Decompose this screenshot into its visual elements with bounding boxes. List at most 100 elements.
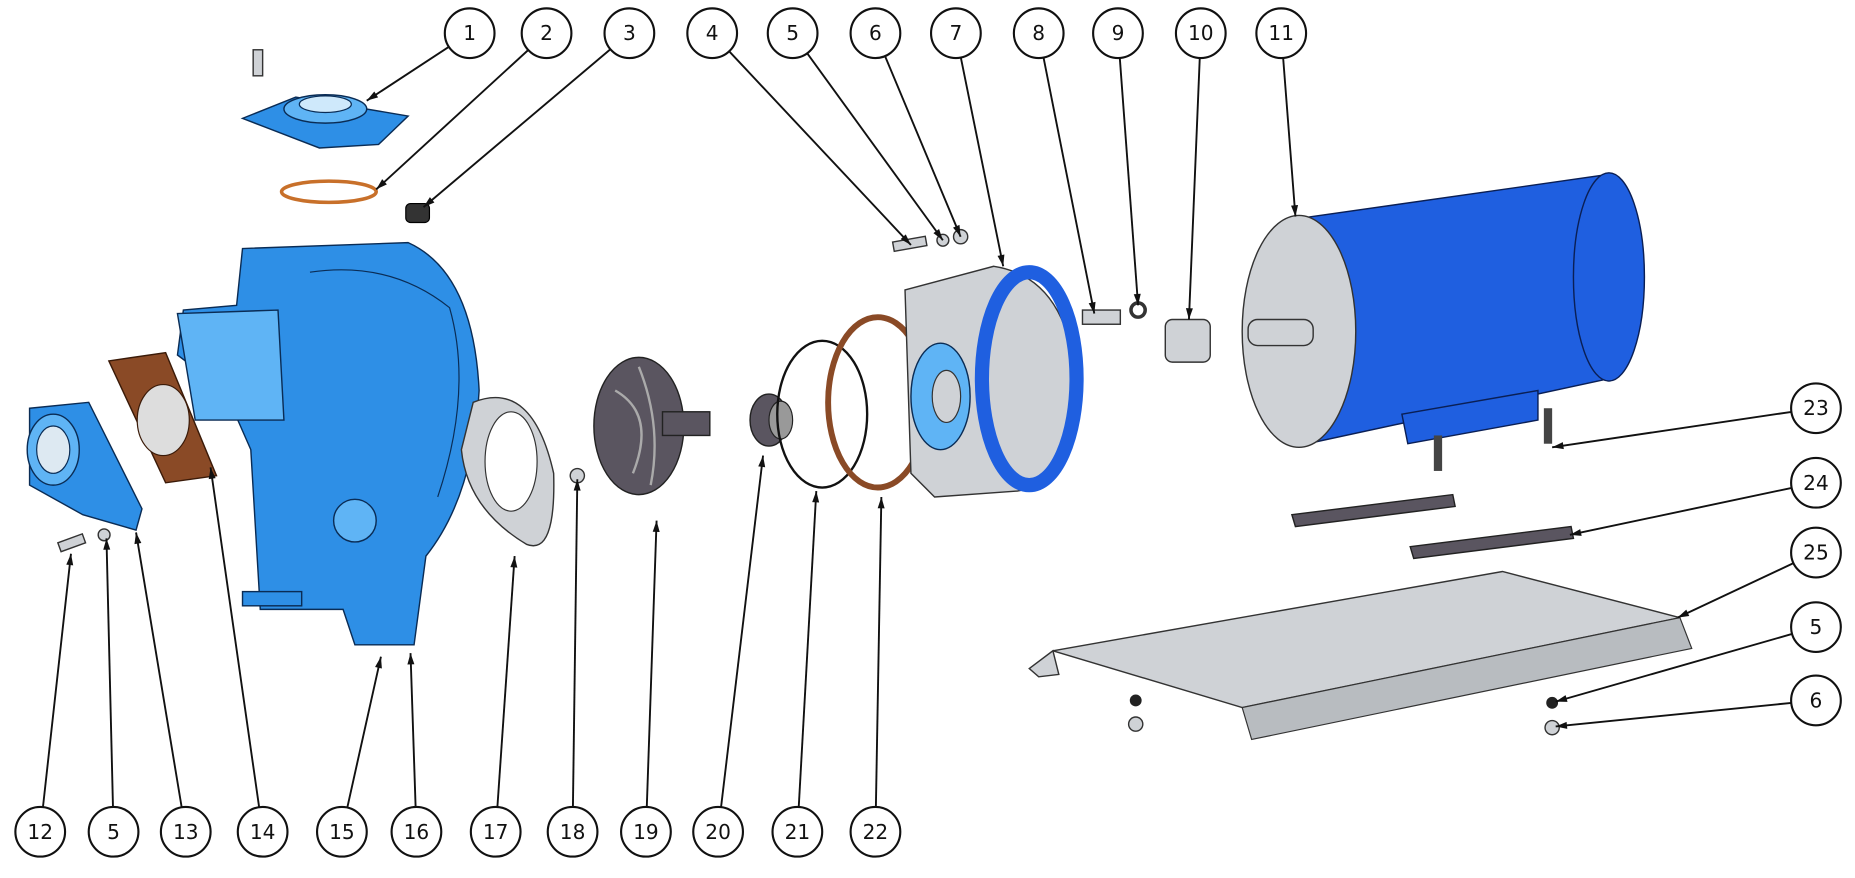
leader-line	[409, 653, 417, 807]
callout-10: 10	[1174, 7, 1227, 320]
leader-line	[1677, 562, 1794, 619]
part-motor-adapter	[904, 265, 1084, 498]
callout-17: 17	[469, 556, 522, 858]
callout-circle	[849, 7, 902, 60]
leader-line	[375, 49, 529, 191]
leader-line	[797, 491, 818, 808]
callout-circle	[1790, 382, 1842, 435]
part-flange-gasket	[107, 351, 218, 484]
leader-line	[728, 50, 912, 246]
part-shaft-coupling	[1164, 318, 1211, 363]
callout-circle	[443, 7, 496, 60]
callout-number: 8	[1032, 21, 1045, 45]
leader-line	[1188, 58, 1201, 320]
leader-line	[1552, 410, 1792, 449]
callout-number: 21	[785, 820, 811, 844]
leader-line	[135, 532, 183, 808]
callout-circle	[315, 805, 368, 858]
leader-line	[366, 46, 450, 102]
part-bolt	[1081, 309, 1122, 325]
callout-circle	[520, 7, 573, 60]
callout-number: 19	[633, 820, 659, 844]
callout-number: 4	[706, 21, 719, 45]
callout-6: 6	[849, 7, 962, 238]
callout-number: 12	[27, 820, 53, 844]
callout-number: 7	[949, 21, 962, 45]
callout-circle	[1790, 526, 1842, 579]
leader-line	[884, 55, 962, 238]
callout-number: 11	[1268, 21, 1294, 45]
leader-line	[874, 496, 883, 807]
arrowhead-icon	[103, 538, 111, 550]
arrowhead-icon	[407, 653, 415, 665]
part-washer	[1129, 694, 1142, 707]
leader-line	[42, 553, 72, 808]
callout-23: 23	[1552, 382, 1842, 450]
callout-circle	[390, 805, 443, 858]
callout-number: 2	[540, 21, 553, 45]
callout-circle	[469, 805, 522, 858]
arrowhead-icon	[1133, 293, 1141, 306]
part-motor-rail	[1409, 525, 1575, 560]
arrowhead-icon	[134, 532, 142, 545]
callout-number: 14	[250, 820, 276, 844]
callout-circle	[1092, 7, 1144, 60]
callout-number: 16	[404, 820, 430, 844]
leader-line	[720, 455, 764, 808]
callout-number: 5	[786, 21, 799, 45]
leader-line	[1555, 633, 1793, 703]
leader-line	[209, 467, 261, 808]
callout-circle	[620, 805, 672, 858]
callout-circle	[1255, 7, 1308, 60]
leader-line	[1555, 701, 1792, 728]
leader-line	[1118, 57, 1140, 306]
parts	[26, 49, 1693, 741]
callout-number: 3	[623, 21, 636, 45]
callout-circle	[603, 7, 656, 60]
arrowhead-icon	[1555, 695, 1568, 702]
arrowhead-icon	[758, 455, 766, 468]
part-bolt	[56, 532, 87, 553]
callout-number: 13	[173, 820, 199, 844]
part-o-ring-large	[776, 339, 869, 489]
callout-number: 22	[863, 820, 889, 844]
callout-circle	[1790, 456, 1842, 509]
part-plug	[405, 202, 431, 224]
leader-line	[105, 538, 114, 807]
arrowhead-icon	[953, 224, 961, 237]
callout-circle	[929, 7, 982, 60]
callout-1: 1	[366, 7, 496, 102]
callout-circle	[686, 7, 739, 60]
arrowhead-icon	[66, 553, 74, 566]
callout-21: 21	[771, 491, 824, 858]
part-base-plate	[1028, 570, 1693, 741]
leader-line	[645, 520, 658, 807]
callout-number: 15	[329, 820, 355, 844]
callout-11: 11	[1255, 7, 1308, 217]
callout-circle	[14, 805, 67, 858]
arrowhead-icon	[1555, 721, 1568, 729]
arrowhead-icon	[510, 556, 518, 568]
arrowhead-icon	[1569, 529, 1582, 536]
leader-line	[1042, 57, 1096, 314]
callout-24: 24	[1569, 456, 1842, 536]
leader-line	[496, 556, 516, 808]
arrowhead-icon	[900, 234, 911, 245]
arrowhead-icon	[423, 197, 435, 208]
callout-number: 17	[483, 820, 509, 844]
callout-15: 15	[315, 656, 382, 858]
callout-number: 5	[107, 820, 120, 844]
callout-14: 14	[208, 467, 289, 858]
callout-22: 22	[849, 496, 902, 858]
arrowhead-icon	[573, 479, 581, 491]
callout-2: 2	[375, 7, 573, 191]
part-washer	[1546, 696, 1559, 709]
callout-16: 16	[390, 653, 443, 858]
part-motor	[1241, 172, 1646, 471]
arrowhead-icon	[933, 229, 943, 241]
part-nut	[1544, 719, 1560, 736]
callout-number: 23	[1803, 396, 1829, 420]
part-suction-flange	[26, 401, 143, 531]
callout-circle	[546, 805, 599, 858]
